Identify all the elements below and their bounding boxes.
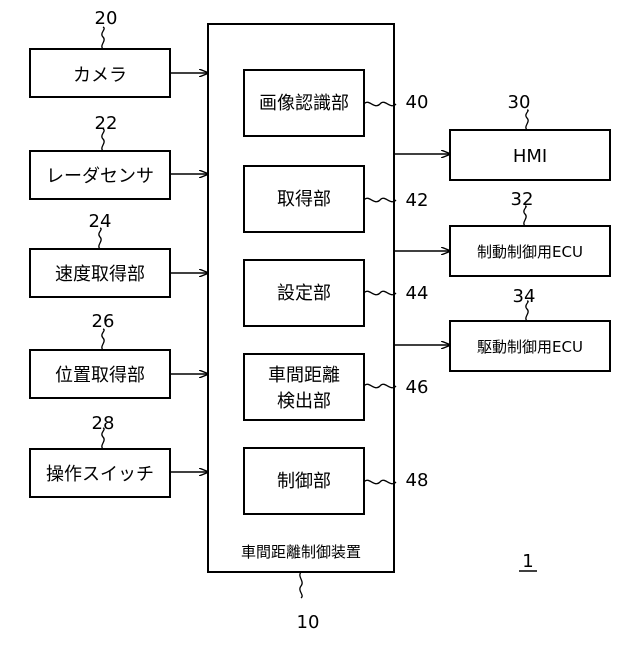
output-ref-number: 32 [511,189,534,210]
input-block-camera: カメラ 20 [30,8,208,97]
input-label: 速度取得部 [55,264,145,285]
module-label: 制御部 [277,471,331,492]
input-label: 操作スイッチ [46,464,154,485]
module-acquisition: 取得部 42 [244,166,428,232]
input-block-position: 位置取得部 26 [30,311,208,398]
input-block-speed: 速度取得部 24 [30,211,208,297]
input-block-switch: 操作スイッチ 28 [30,413,208,497]
module-distance-detection: 車間距離 検出部 46 [244,354,428,420]
module-label: 設定部 [277,283,331,304]
module-ref-number: 42 [406,190,429,211]
figure-label: 1 [519,551,537,572]
device-ref-number: 10 [297,612,320,633]
output-ref-number: 30 [508,92,531,113]
module-ref-number: 48 [406,470,429,491]
input-label: カメラ [73,65,127,86]
module-label: 取得部 [277,189,331,210]
module-ref-number: 46 [406,377,429,398]
input-label: レーダセンサ [46,166,154,187]
module-ref-number: 44 [406,283,429,304]
input-ref-number: 28 [92,413,115,434]
input-ref-number: 26 [92,311,115,332]
output-label: 駆動制御用ECU [477,338,583,356]
module-image-recognition: 画像認識部 40 [244,70,428,136]
output-label: 制動制御用ECU [477,243,583,261]
device-caption: 車間距離制御装置 [241,543,361,561]
module-control: 制御部 48 [244,448,428,514]
input-ref-number: 20 [95,8,118,29]
module-label: 画像認識部 [259,93,349,114]
input-ref-number: 22 [95,113,118,134]
module-label-line2: 検出部 [277,391,331,412]
module-setting: 設定部 44 [244,260,428,326]
input-label: 位置取得部 [55,365,145,386]
device-ref: 10 [297,572,320,633]
input-ref-number: 24 [89,211,112,232]
output-ref-number: 34 [513,286,536,307]
figure-number: 1 [522,551,533,572]
input-block-radar: レーダセンサ 22 [30,113,208,199]
module-label-line1: 車間距離 [268,365,340,386]
output-label: HMI [513,146,547,167]
module-ref-number: 40 [406,92,429,113]
